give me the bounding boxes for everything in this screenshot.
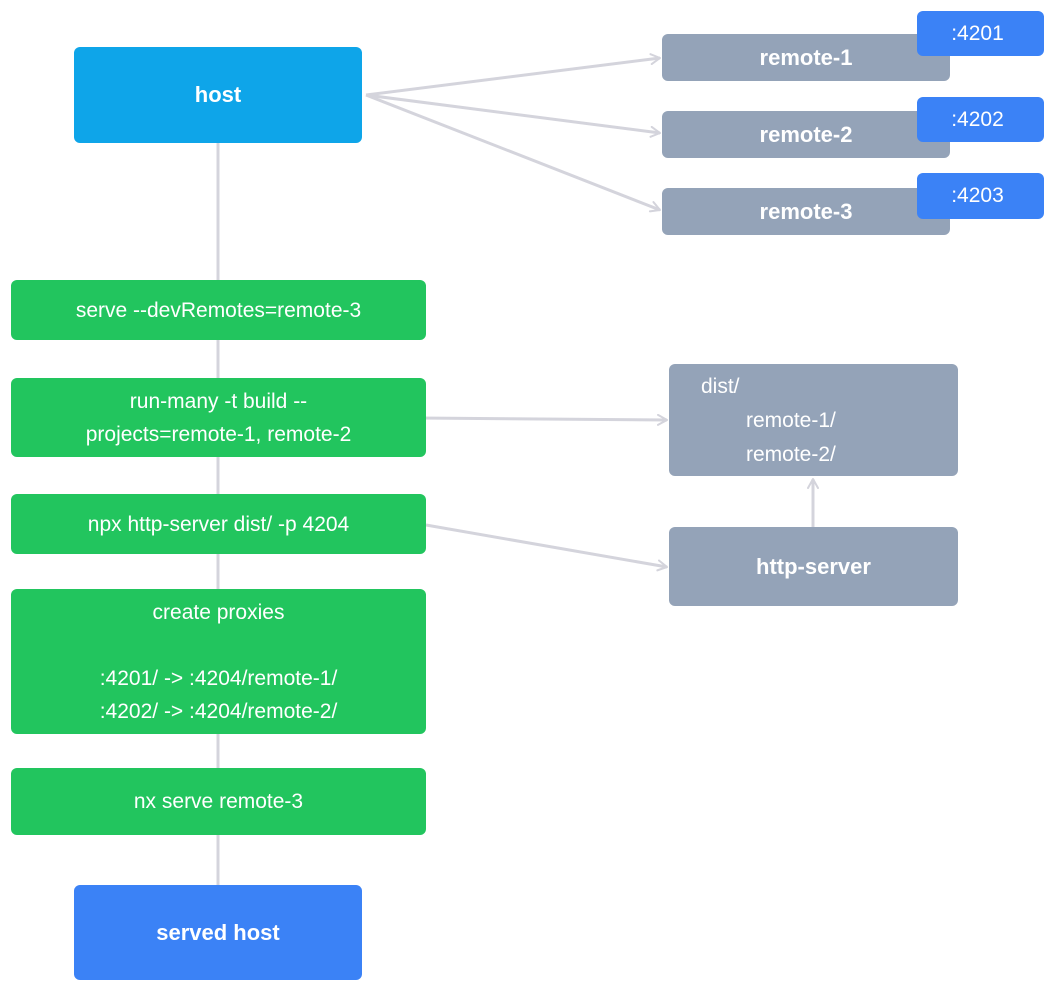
- dist-folder-node: dist/ remote-1/ remote-2/: [669, 364, 958, 476]
- serve-step: serve --devRemotes=remote-3: [11, 280, 426, 340]
- served-host-node: served host: [74, 885, 362, 980]
- proxy-rule-2: :4202/ -> :4204/remote-2/: [99, 699, 338, 723]
- http-server-cmd-label: npx http-server dist/ -p 4204: [87, 512, 350, 536]
- proxies-spacer: [100, 629, 338, 662]
- nx-serve-step: nx serve remote-3: [11, 768, 426, 835]
- host-node: host: [74, 47, 362, 143]
- remote-2-port-badge: :4202: [917, 97, 1044, 142]
- remote-1-port: :4201: [951, 21, 1004, 45]
- run-many-line-1: run-many -t build --: [129, 389, 308, 413]
- served-host-label: served host: [156, 919, 280, 945]
- nx-serve-label: nx serve remote-3: [133, 790, 304, 813]
- dist-remote-2: remote-2/: [746, 443, 836, 466]
- dist-root: dist/: [701, 375, 740, 398]
- remote-1-label: remote-1: [759, 44, 853, 70]
- http-server-cmd-step: npx http-server dist/ -p 4204: [11, 494, 426, 554]
- remote-3-port: :4203: [951, 184, 1004, 207]
- remote-1-node: remote-1: [662, 34, 950, 81]
- remote-3-node: remote-3: [662, 188, 950, 235]
- host-to-remote-2-arrow: [365, 93, 661, 138]
- host-label: host: [194, 82, 242, 107]
- run-many-line-2: projects=remote-1, remote-2: [85, 422, 352, 446]
- run-many-step: run-many -t build -- projects=remote-1, …: [11, 378, 426, 457]
- build-to-dist-arrow: [417, 413, 668, 426]
- http-server-node: http-server: [669, 527, 958, 606]
- host-to-remote-3-arrow: [365, 93, 661, 213]
- remote-3-port-badge: :4203: [917, 173, 1044, 219]
- proxy-rule-1: :4201/ -> :4204/remote-1/: [99, 666, 338, 690]
- proxies-title: create proxies: [152, 600, 285, 624]
- remote-2-port: :4202: [951, 107, 1004, 131]
- serve-step-label: serve --devRemotes=remote-3: [75, 298, 362, 322]
- host-to-remote-1-arrow: [365, 53, 661, 97]
- remote-1-port-badge: :4201: [917, 11, 1044, 56]
- remote-2-label: remote-2: [759, 121, 853, 147]
- remote-3-label: remote-3: [759, 198, 853, 224]
- remote-2-node: remote-2: [662, 111, 950, 158]
- http-server-label: http-server: [756, 553, 871, 579]
- cmd-to-http-server-arrow: [425, 523, 668, 572]
- create-proxies-step: create proxies :4201/ -> :4204/remote-1/…: [11, 589, 426, 734]
- dist-remote-1: remote-1/: [746, 409, 836, 432]
